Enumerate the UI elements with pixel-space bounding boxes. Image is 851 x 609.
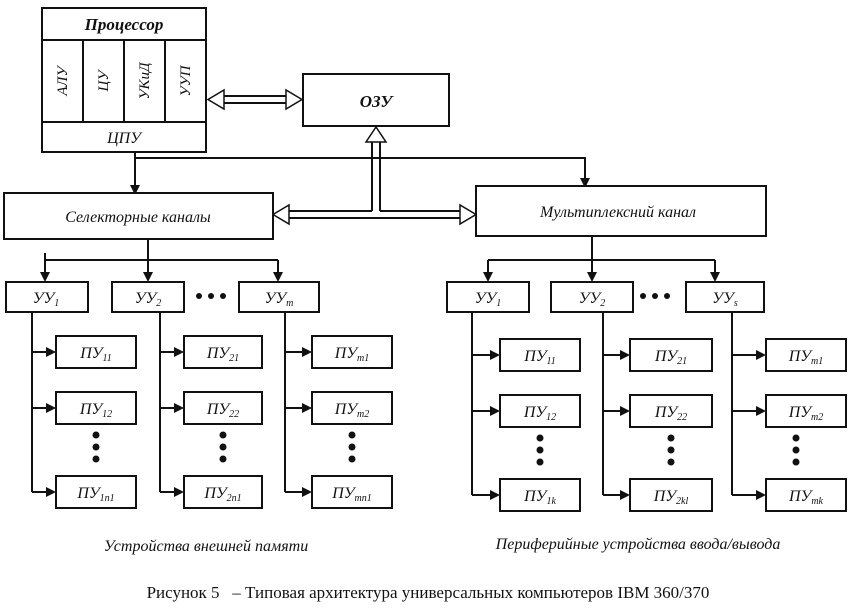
processor-block: Процессор АЛУ ЦУ УКиД УУП ЦПУ	[41, 7, 207, 153]
device-left-1-2: ПУ12	[79, 401, 112, 420]
right-group-caption: Периферийные устройства ввода/вывода	[495, 536, 781, 553]
device-right-2-2: ПУ22	[654, 404, 687, 423]
device-left-m-n: ПУmn1	[331, 485, 372, 504]
figure-caption: Рисунок 5 – Типовая архитектура универса…	[147, 583, 710, 602]
left-devices-col-m: ПУm1 ПУm2 ПУmn1	[284, 312, 393, 509]
cpu-channel-lines	[130, 152, 590, 195]
device-right-s-2: ПУm2	[788, 404, 824, 423]
controller-left-1: УУ1	[33, 290, 60, 309]
left-distribution-lines	[40, 239, 283, 282]
controller-right-1: УУ1	[475, 290, 502, 309]
processor-title: Процессор	[84, 15, 164, 34]
device-right-s-1: ПУm1	[788, 348, 824, 367]
device-left-m-2: ПУm2	[334, 401, 370, 420]
multiplex-channel-label: Мультиплексний канал	[539, 204, 696, 221]
right-devices-col-2: ПУ21 ПУ22 ПУ2kl	[602, 312, 713, 512]
ukid-label: УКиД	[137, 61, 153, 100]
right-devices-col-s: ПУm1 ПУm2 ПУmk	[731, 312, 847, 512]
left-devices-col-1: ПУ11 ПУ12 ПУ1n1	[31, 312, 137, 509]
device-right-2-k: ПУ2kl	[653, 488, 689, 507]
ram-label: ОЗУ	[360, 92, 395, 111]
device-left-2-1: ПУ21	[206, 345, 239, 364]
device-right-s-k: ПУmk	[788, 488, 824, 507]
controller-left-2: УУ2	[135, 290, 162, 309]
device-left-2-2: ПУ22	[206, 401, 239, 420]
controller-right-s: УУs	[712, 290, 738, 309]
right-distribution-lines	[483, 236, 720, 282]
device-right-2-1: ПУ21	[654, 348, 687, 367]
device-left-m-1: ПУm1	[334, 345, 370, 364]
right-devices-col-1: ПУ11 ПУ12 ПУ1k	[471, 312, 581, 512]
ram-channel-bus	[271, 125, 478, 226]
multiplex-channel-block: Мультиплексний канал	[475, 185, 767, 237]
right-controllers: УУ1 УУ2 УУs	[446, 281, 765, 313]
ram-block: ОЗУ	[302, 73, 450, 127]
cu-label: ЦУ	[96, 69, 112, 93]
selector-channels-block: Селекторные каналы	[3, 192, 274, 240]
left-devices-col-2: ПУ21 ПУ22 ПУ2n1	[159, 312, 263, 509]
left-controllers: УУ1 УУ2 УУm	[5, 281, 320, 313]
selector-channels-label: Селекторные каналы	[65, 209, 211, 226]
uup-label: УУП	[178, 64, 194, 96]
cpu-label: ЦПУ	[106, 130, 143, 147]
device-left-1-1: ПУ11	[79, 345, 112, 364]
alu-label: АЛУ	[55, 65, 71, 97]
device-left-1-n: ПУ1n1	[76, 485, 114, 504]
left-group-caption: Устройства внешней памяти	[104, 538, 308, 555]
device-right-1-1: ПУ11	[523, 348, 556, 367]
device-left-2-n: ПУ2n1	[203, 485, 241, 504]
controller-left-m: УУm	[265, 290, 294, 309]
device-right-1-2: ПУ12	[523, 404, 556, 423]
device-right-1-k: ПУ1k	[523, 488, 556, 507]
cpu-ram-bus	[206, 88, 304, 111]
controller-right-2: УУ2	[579, 290, 606, 309]
